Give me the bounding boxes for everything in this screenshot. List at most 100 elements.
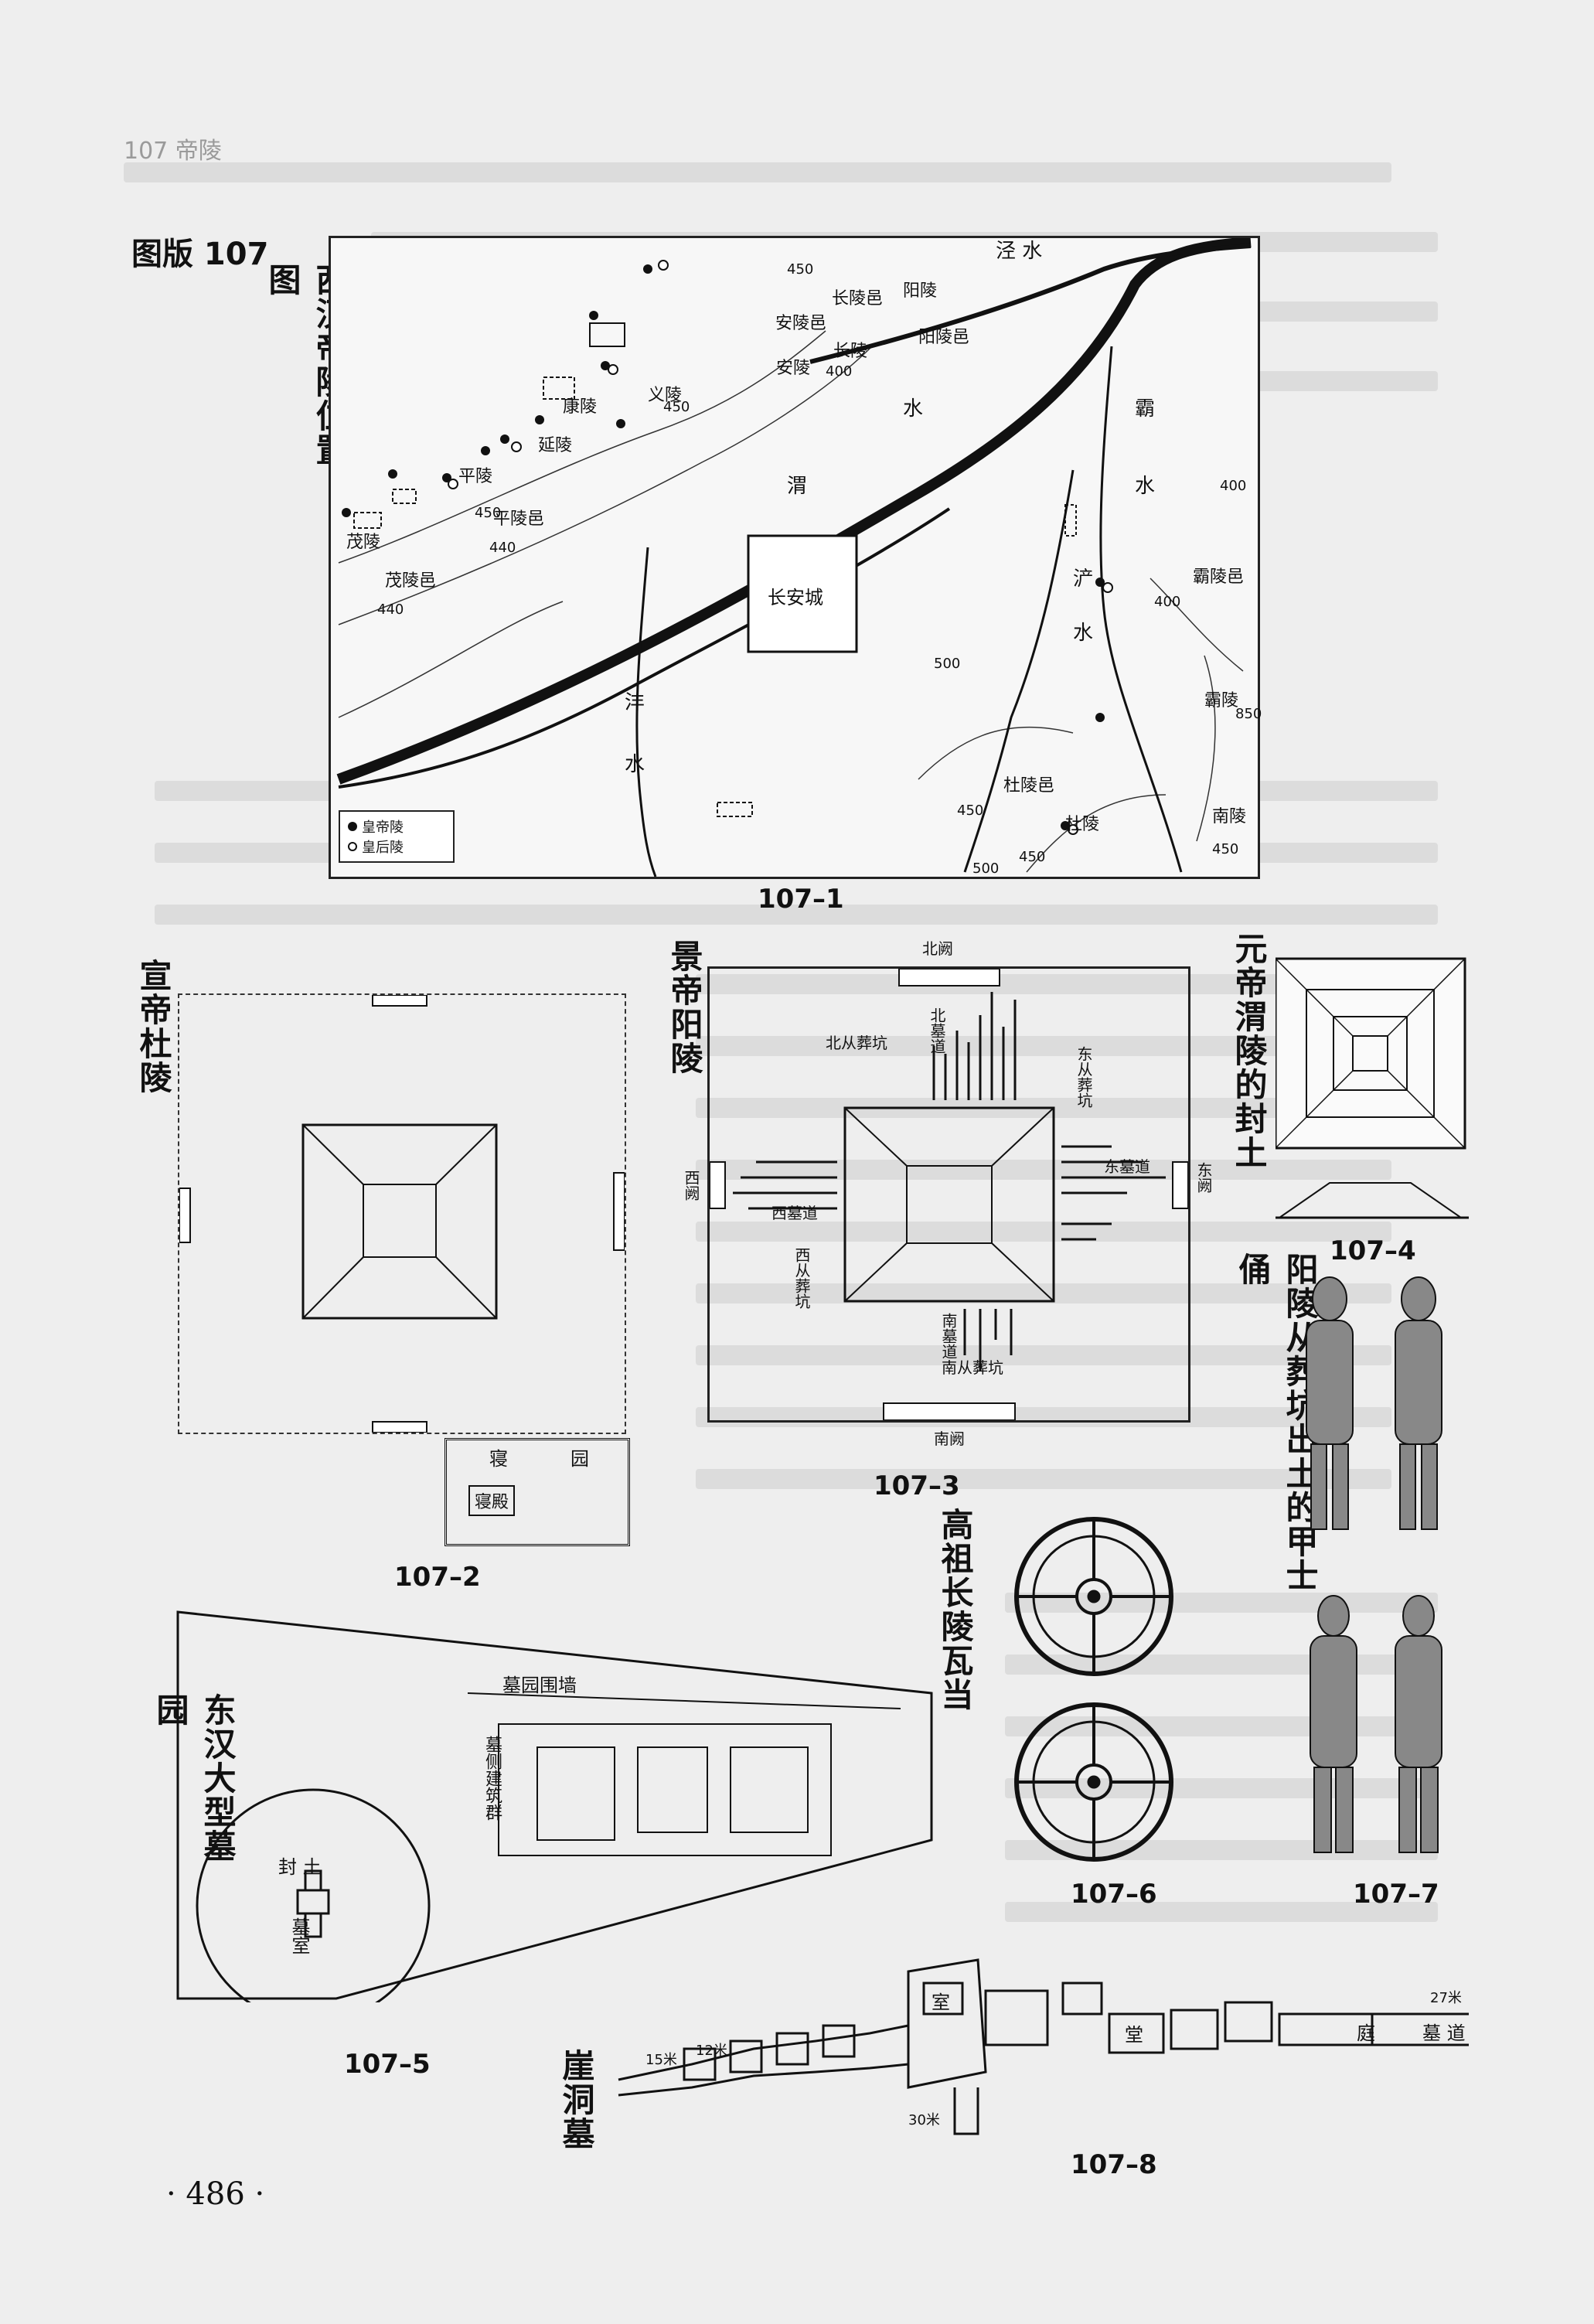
page-number: · 486 · bbox=[166, 2176, 265, 2212]
map-site-duling-yi: 杜陵邑 bbox=[1003, 776, 1055, 796]
east-path-label: 东墓道 bbox=[1104, 1157, 1150, 1176]
map-label-jing: 泾 水 bbox=[996, 240, 1043, 263]
fig3-caption: 107–3 bbox=[874, 1470, 960, 1501]
cemetery-wall-label: 墓园围墙 bbox=[502, 1675, 577, 1696]
cliff-tomb-plan: 15米 12米 30米 27米 室 堂 庭 墓 道 bbox=[615, 1941, 1476, 2142]
legend-emperor: 皇帝陵 bbox=[362, 820, 404, 836]
north-gate-label: 北阙 bbox=[922, 939, 953, 958]
map-contour: 400 bbox=[1220, 478, 1247, 494]
map-frame: 泾 水 水 渭 霸 水 浐 水 沣 水 长陵邑 阳陵 阳陵邑 安陵邑 安陵 长陵… bbox=[329, 236, 1262, 879]
map-contour: 450 bbox=[957, 802, 984, 819]
map-contour: 440 bbox=[377, 601, 404, 618]
yangling-plan bbox=[709, 968, 1189, 1421]
empress-dot-icon bbox=[348, 842, 357, 851]
dim-30m: 30米 bbox=[908, 2112, 940, 2128]
yangling-enclosure: 北阙 北从葬坑 北墓道 东从葬坑 西阙 西墓道 东墓道 东阙 西从葬坑 南墓道 … bbox=[682, 939, 1213, 1448]
map-site-changan: 长安城 bbox=[768, 587, 823, 608]
south-pits-label: 南从葬坑 bbox=[942, 1358, 1003, 1377]
tile-end-drawings bbox=[1014, 1517, 1173, 1862]
map-site-changling-yi: 长陵邑 bbox=[832, 289, 884, 308]
map-site-kangling: 康陵 bbox=[563, 397, 598, 417]
dim-15m: 15米 bbox=[645, 2052, 677, 2068]
chamber-label: 墓室 bbox=[288, 1917, 310, 1954]
room-tang-label: 堂 bbox=[1125, 2024, 1143, 2046]
map-legend: 皇帝陵 皇后陵 bbox=[339, 810, 455, 863]
map-site-yanling: 延陵 bbox=[538, 436, 573, 455]
warrior-figurine-drawings bbox=[1306, 1276, 1442, 1853]
legend-empress: 皇后陵 bbox=[362, 840, 404, 856]
map-contour: 500 bbox=[972, 860, 1000, 877]
fig1-caption: 107–1 bbox=[758, 884, 844, 915]
map-contour: 450 bbox=[663, 399, 690, 415]
map-site-yangling-yi: 阳陵邑 bbox=[918, 328, 970, 347]
south-gate-label: 南阙 bbox=[934, 1429, 965, 1448]
fig4-title: 元帝渭陵的封土 bbox=[1230, 932, 1268, 1170]
map-label-wei: 渭 bbox=[787, 475, 808, 498]
eastern-han-cemetery: 墓园围墙 墓侧建筑群 封 土 墓室 bbox=[174, 1608, 939, 2023]
east-gate-label: 东阙 bbox=[1194, 1162, 1213, 1193]
map-site-changling: 长陵 bbox=[833, 342, 868, 361]
map-contour: 440 bbox=[489, 540, 516, 556]
map-contour: 450 bbox=[787, 261, 814, 278]
west-pits-label: 西从葬坑 bbox=[792, 1247, 811, 1309]
west-path-label: 西墓道 bbox=[771, 1204, 818, 1222]
map-contour: 400 bbox=[1154, 594, 1181, 610]
qinyuan-compound: 寝 园 寝殿 bbox=[444, 1438, 630, 1546]
east-pits-label: 东从葬坑 bbox=[1075, 1046, 1093, 1108]
map-site-baling-yi: 霸陵邑 bbox=[1193, 567, 1245, 587]
weiling-mound-drawing bbox=[1274, 957, 1469, 1219]
yuan-label: 园 bbox=[571, 1448, 589, 1470]
north-path-label: 北墓道 bbox=[928, 1007, 946, 1054]
map-site-pingling: 平陵 bbox=[458, 467, 493, 486]
map-site-nanling: 南陵 bbox=[1212, 807, 1247, 826]
duling-enclosure bbox=[178, 993, 626, 1434]
side-buildings-label: 墓侧建筑群 bbox=[482, 1736, 502, 1821]
north-pits-label: 北从葬坑 bbox=[826, 1034, 887, 1052]
map-site-anling-yi: 安陵邑 bbox=[775, 314, 827, 333]
fig3-title: 景帝阳陵 bbox=[666, 939, 703, 1075]
fig5-caption: 107–5 bbox=[344, 2049, 431, 2080]
emperor-dot-icon bbox=[348, 822, 357, 831]
fig6-caption: 107–6 bbox=[1071, 1879, 1157, 1910]
dim-12m: 12米 bbox=[696, 2043, 727, 2059]
fig5-title: 东汉大型墓园 bbox=[152, 1693, 237, 1863]
map-label-chan-water: 水 bbox=[1073, 622, 1094, 645]
map-site-baling: 霸陵 bbox=[1204, 691, 1239, 710]
running-header: 107 帝陵 bbox=[124, 138, 222, 165]
plate-title: 图版 107 bbox=[131, 237, 269, 272]
cliff-tomb-drawing bbox=[618, 1958, 1469, 2135]
map-contour: 400 bbox=[826, 363, 853, 380]
map-contour: 850 bbox=[1235, 706, 1262, 722]
map-label-chan: 浐 bbox=[1073, 567, 1094, 591]
map-contour: 450 bbox=[475, 505, 502, 521]
map-label-feng-water: 水 bbox=[625, 753, 645, 776]
room-ting-label: 庭 bbox=[1357, 2022, 1375, 2044]
map-contour: 450 bbox=[1212, 841, 1239, 857]
map-site-pingling-yi: 平陵邑 bbox=[493, 509, 545, 529]
qin-label: 寝 bbox=[489, 1448, 508, 1470]
warrior-figurines bbox=[1283, 1276, 1469, 1879]
fig8-title: 崖洞墓 bbox=[557, 2049, 595, 2151]
map-label-wei-water: 水 bbox=[903, 397, 924, 421]
map-contour: 500 bbox=[934, 656, 961, 672]
room-shi-label: 室 bbox=[932, 1992, 950, 2013]
dim-27m: 27米 bbox=[1430, 1990, 1462, 2006]
fig6-title: 高祖长陵瓦当 bbox=[936, 1508, 974, 1712]
map-contour: 450 bbox=[1019, 849, 1046, 865]
fig2-caption: 107–2 bbox=[394, 1562, 481, 1593]
map-site-maoling-yi: 茂陵邑 bbox=[385, 571, 437, 591]
tile-ends bbox=[1005, 1515, 1183, 1871]
map-label-ba-water: 水 bbox=[1135, 475, 1156, 498]
passage-label: 墓 道 bbox=[1422, 2022, 1466, 2044]
fig7-caption: 107–7 bbox=[1353, 1879, 1439, 1910]
duling-plan bbox=[179, 994, 625, 1433]
map-site-duling: 杜陵 bbox=[1065, 815, 1100, 834]
map-site-maoling: 茂陵 bbox=[346, 533, 381, 552]
map-label-ba: 霸 bbox=[1135, 397, 1156, 421]
mound-label: 封 土 bbox=[278, 1856, 322, 1878]
south-path-label: 南墓道 bbox=[939, 1313, 958, 1359]
fig2-title: 宣帝杜陵 bbox=[135, 959, 172, 1095]
map-site-anling: 安陵 bbox=[776, 359, 811, 378]
map-label-feng: 沣 bbox=[625, 691, 645, 714]
weiling-mound-figure bbox=[1274, 951, 1469, 1245]
